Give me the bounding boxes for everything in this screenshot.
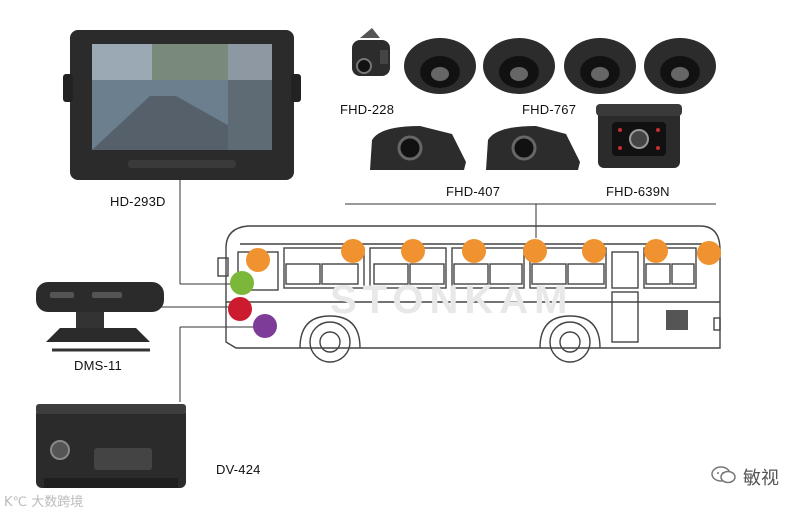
rear-camera-label: FHD-639N (606, 184, 670, 199)
dvr-icon (36, 404, 186, 488)
dvr-label: DV-424 (216, 462, 261, 477)
dms-icon (36, 282, 164, 350)
small-camera-label: FHD-228 (340, 102, 394, 117)
side-camera-label: FHD-407 (446, 184, 500, 199)
monitor-icon (63, 30, 301, 180)
side-camera-icon (370, 126, 580, 170)
corner-mark: K℃ 大数跨境 (4, 491, 83, 510)
wechat-mark: 敏视 (711, 464, 779, 490)
watermark: STONKAM (330, 278, 573, 323)
dome-camera-icon (404, 38, 716, 94)
wechat-icon (711, 465, 737, 490)
rear-camera-icon (596, 104, 682, 168)
dms-label: DMS-11 (74, 358, 122, 373)
monitor-label: HD-293D (110, 194, 166, 209)
wechat-account: 敏视 (743, 464, 779, 490)
camera-icon (352, 28, 390, 76)
dome-camera-label: FHD-767 (522, 102, 576, 117)
bus-rear-panel (666, 310, 688, 330)
